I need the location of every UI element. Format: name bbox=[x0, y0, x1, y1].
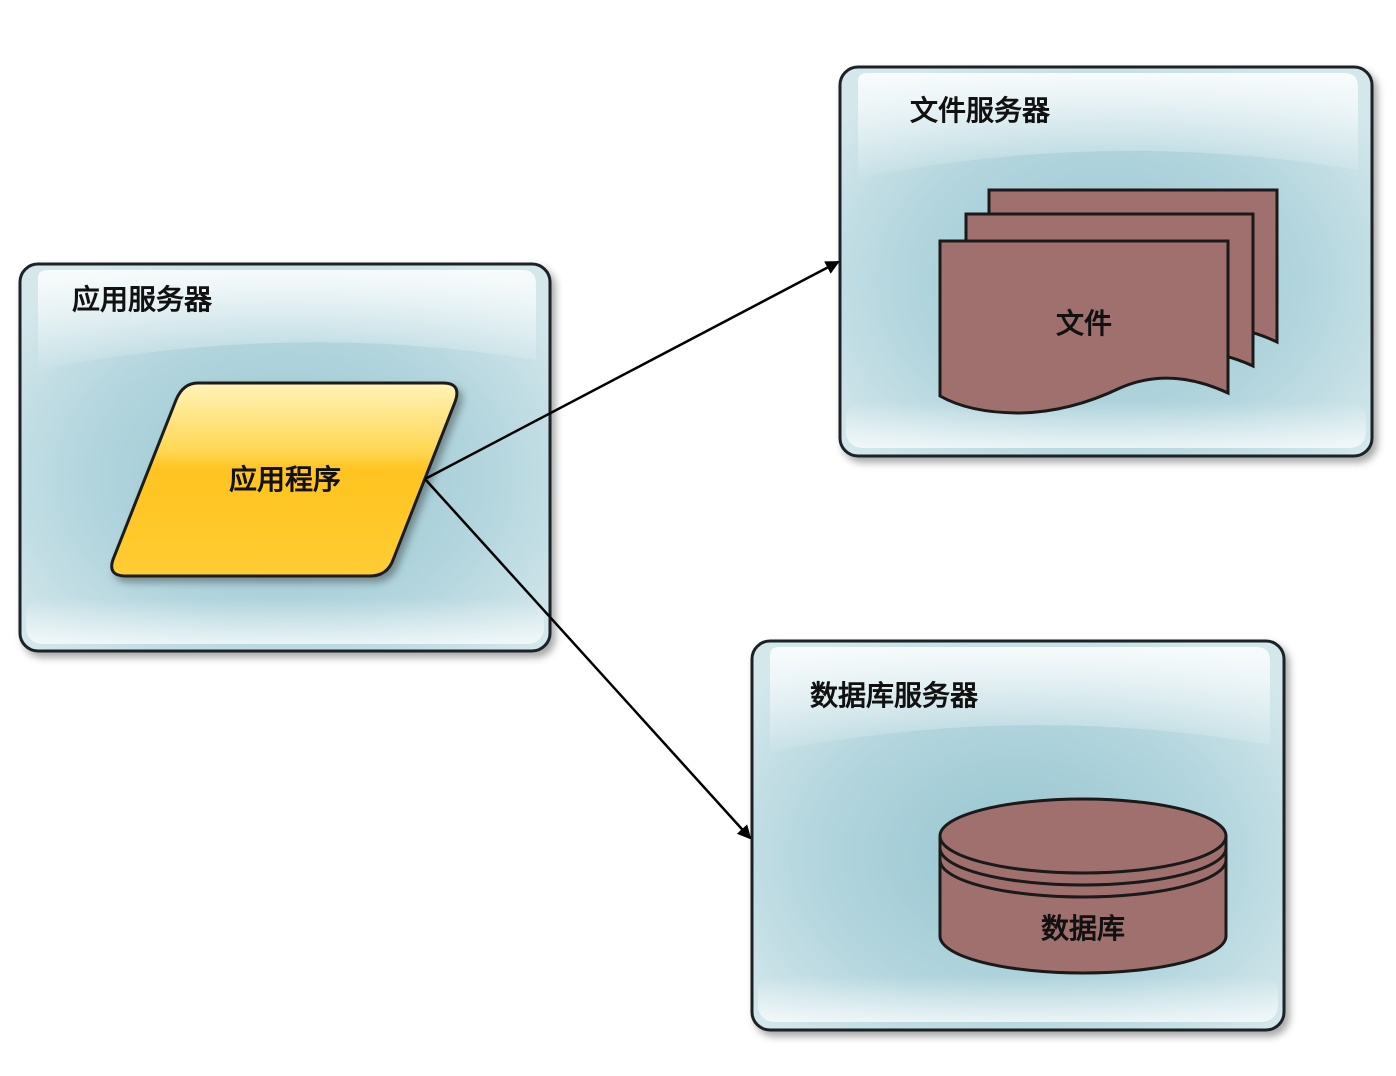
file-sheet-front bbox=[938, 239, 1230, 415]
db-server[interactable]: 数据库服务器 数据库 bbox=[750, 639, 1286, 1032]
app-server-title: 应用服务器 bbox=[72, 283, 213, 316]
database-ring-1 bbox=[938, 847, 1228, 887]
app-program-label: 应用程序 bbox=[229, 463, 341, 496]
database-label: 数据库 bbox=[1041, 912, 1125, 945]
files-node[interactable]: 文件 bbox=[938, 188, 1279, 415]
file-server[interactable]: 文件服务器 文件 bbox=[838, 65, 1374, 458]
arrow-app-to-file bbox=[424, 260, 840, 481]
file-server-title: 文件服务器 bbox=[910, 94, 1051, 127]
database-ring-2 bbox=[938, 859, 1228, 899]
files-label: 文件 bbox=[1056, 307, 1112, 340]
database-body bbox=[938, 836, 1228, 975]
app-server[interactable]: 应用服务器 应用程序 bbox=[18, 262, 552, 653]
db-server-title: 数据库服务器 bbox=[810, 679, 979, 712]
arrow-app-to-db bbox=[424, 478, 752, 840]
database-top bbox=[938, 797, 1228, 875]
database-node[interactable]: 数据库 bbox=[938, 797, 1228, 975]
app-program-node[interactable]: 应用程序 bbox=[110, 381, 459, 578]
